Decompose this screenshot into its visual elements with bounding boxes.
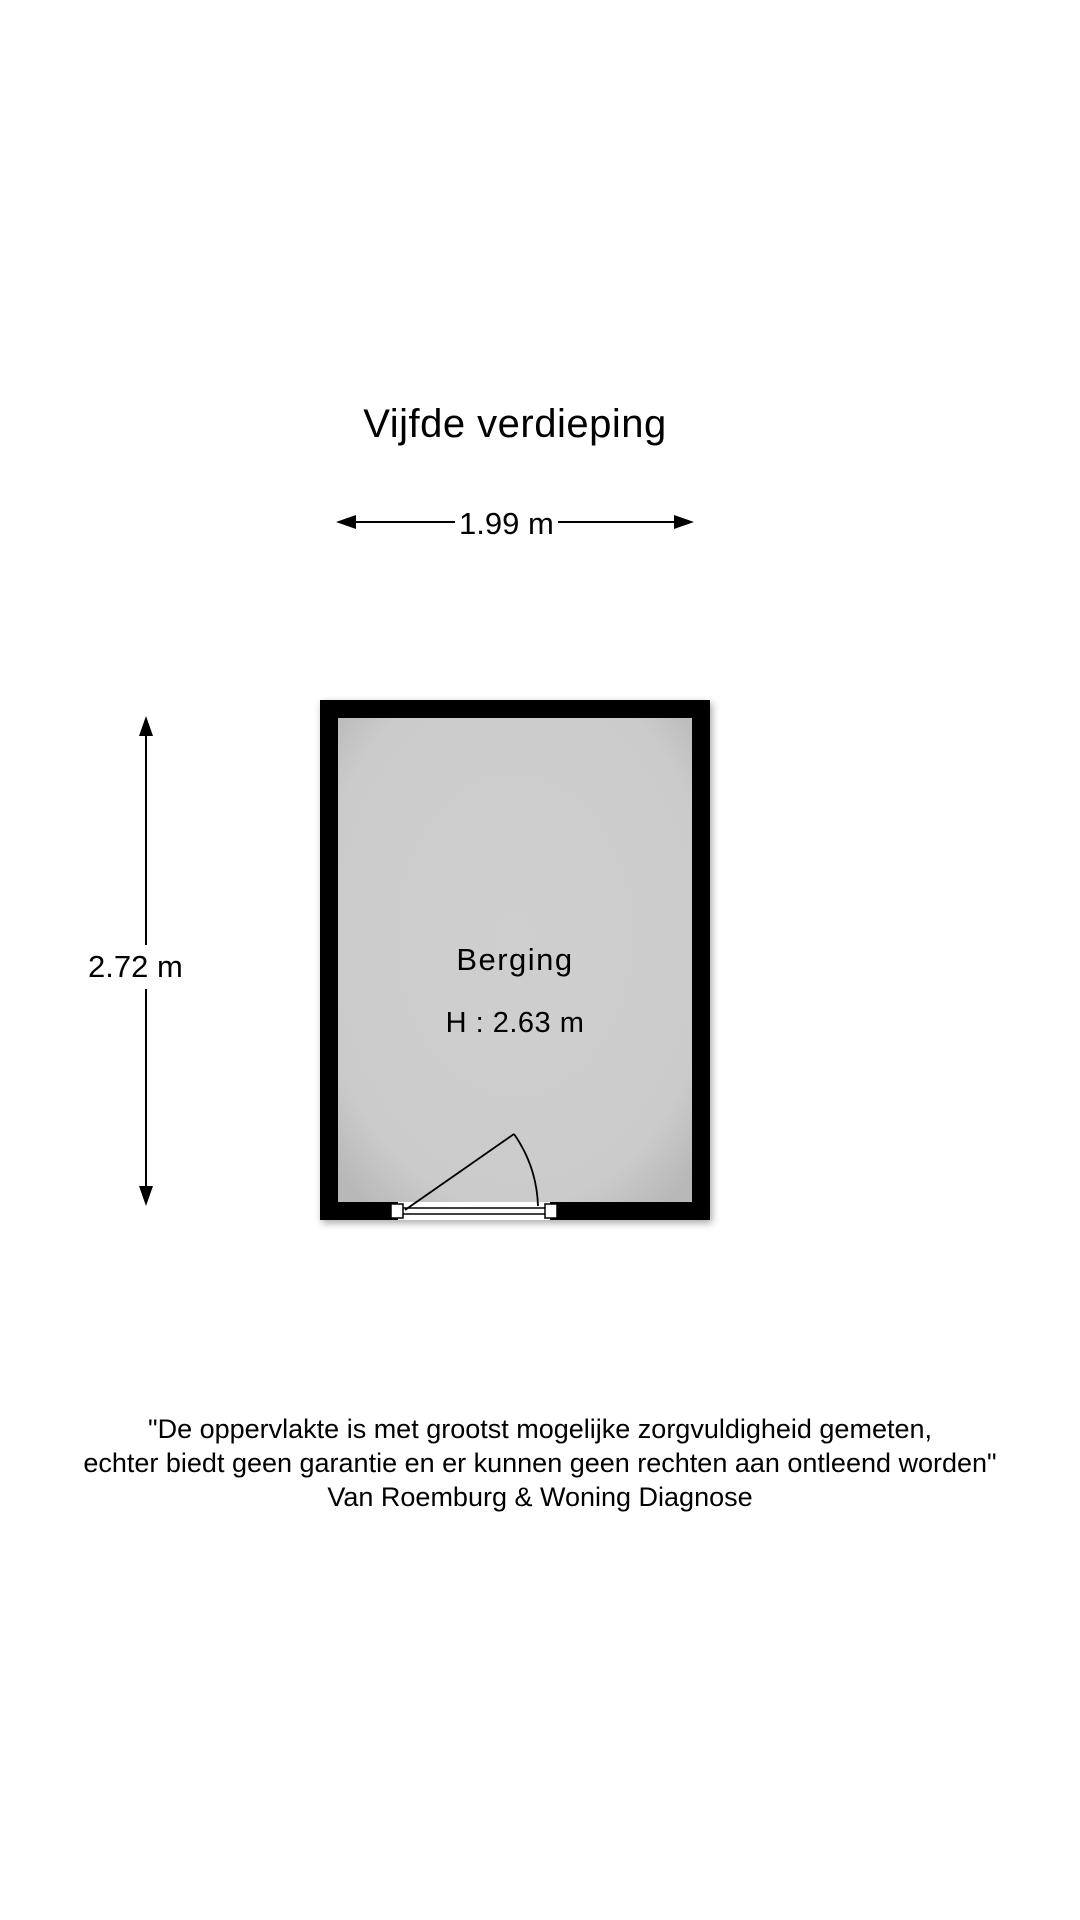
disclaimer-line-1: "De oppervlakte is met grootst mogelijke…	[148, 1414, 932, 1444]
door	[390, 1133, 558, 1220]
arrow-up-icon	[139, 716, 153, 736]
arrow-down-icon	[139, 1186, 153, 1206]
width-dimension-label: 1.99 m	[455, 506, 558, 542]
disclaimer-credit: Van Roemburg & Woning Diagnose	[327, 1482, 753, 1512]
disclaimer-line-2: echter biedt geen garantie en er kunnen …	[83, 1448, 997, 1478]
door-swing-arc	[513, 1133, 539, 1207]
disclaimer: "De oppervlakte is met grootst mogelijke…	[0, 1412, 1080, 1514]
arrow-left-icon	[336, 515, 356, 529]
room-ceiling-height: H : 2.63 m	[445, 1007, 585, 1039]
door-leaf	[404, 1133, 515, 1211]
arrow-right-icon	[674, 515, 694, 529]
room-name: Berging	[456, 942, 574, 977]
floor-title: Vijfde verdieping	[363, 402, 667, 446]
height-dimension-label: 2.72 m	[88, 945, 183, 989]
room-floor	[338, 718, 692, 1202]
